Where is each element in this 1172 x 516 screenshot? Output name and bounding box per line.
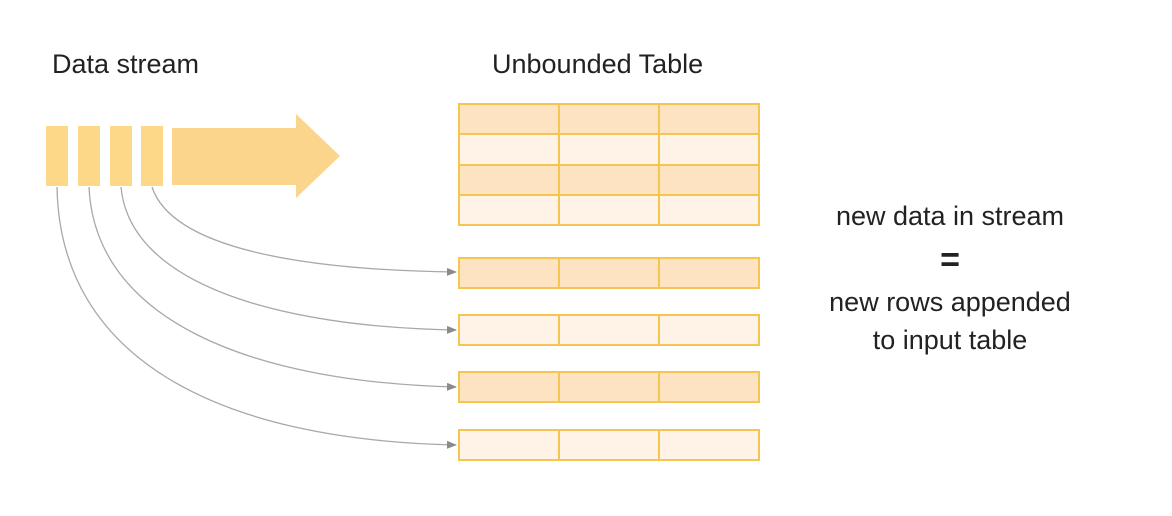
caption-equals: = — [940, 241, 960, 279]
row-cell — [458, 257, 560, 289]
row-cell — [458, 429, 560, 461]
caption-new-rows: new rows appended — [829, 287, 1071, 317]
row-cell — [658, 257, 760, 289]
table-cell — [658, 103, 760, 135]
table-cell — [558, 103, 660, 135]
connector-arrow — [120, 186, 457, 334]
row-cell — [458, 314, 560, 346]
table-cell — [458, 194, 560, 226]
connector-arrow — [151, 186, 457, 276]
table-cell — [458, 164, 560, 196]
stream-item — [141, 126, 163, 186]
table-cell — [658, 194, 760, 226]
appended-row — [458, 257, 760, 289]
connectors — [56, 186, 457, 449]
caption-input-table: to input table — [872, 325, 1028, 355]
table-cell — [458, 133, 560, 166]
caption-new-data: new data in stream — [835, 201, 1065, 231]
data-stream-title: Data stream — [52, 49, 200, 79]
stream-items — [46, 126, 163, 186]
row-cell — [558, 371, 660, 403]
stream-item — [110, 126, 132, 186]
row-cell — [558, 429, 660, 461]
stream-item — [46, 126, 68, 186]
row-cell — [658, 429, 760, 461]
table-cell — [658, 133, 760, 166]
row-cell — [558, 257, 660, 289]
table-cell — [558, 194, 660, 226]
row-cell — [458, 371, 560, 403]
connector-arrow — [88, 186, 457, 391]
stream-item — [78, 126, 100, 186]
unbounded-table — [458, 103, 760, 226]
unbounded-table-title: Unbounded Table — [492, 49, 704, 79]
appended-row — [458, 429, 760, 461]
table-cell — [558, 133, 660, 166]
row-cell — [658, 371, 760, 403]
row-cell — [558, 314, 660, 346]
table-cell — [558, 164, 660, 196]
appended-row — [458, 371, 760, 403]
row-cell — [658, 314, 760, 346]
table-cell — [458, 103, 560, 135]
stream-direction-arrow — [172, 114, 340, 198]
table-cell — [658, 164, 760, 196]
appended-row — [458, 314, 760, 346]
connector-arrow — [56, 186, 457, 449]
